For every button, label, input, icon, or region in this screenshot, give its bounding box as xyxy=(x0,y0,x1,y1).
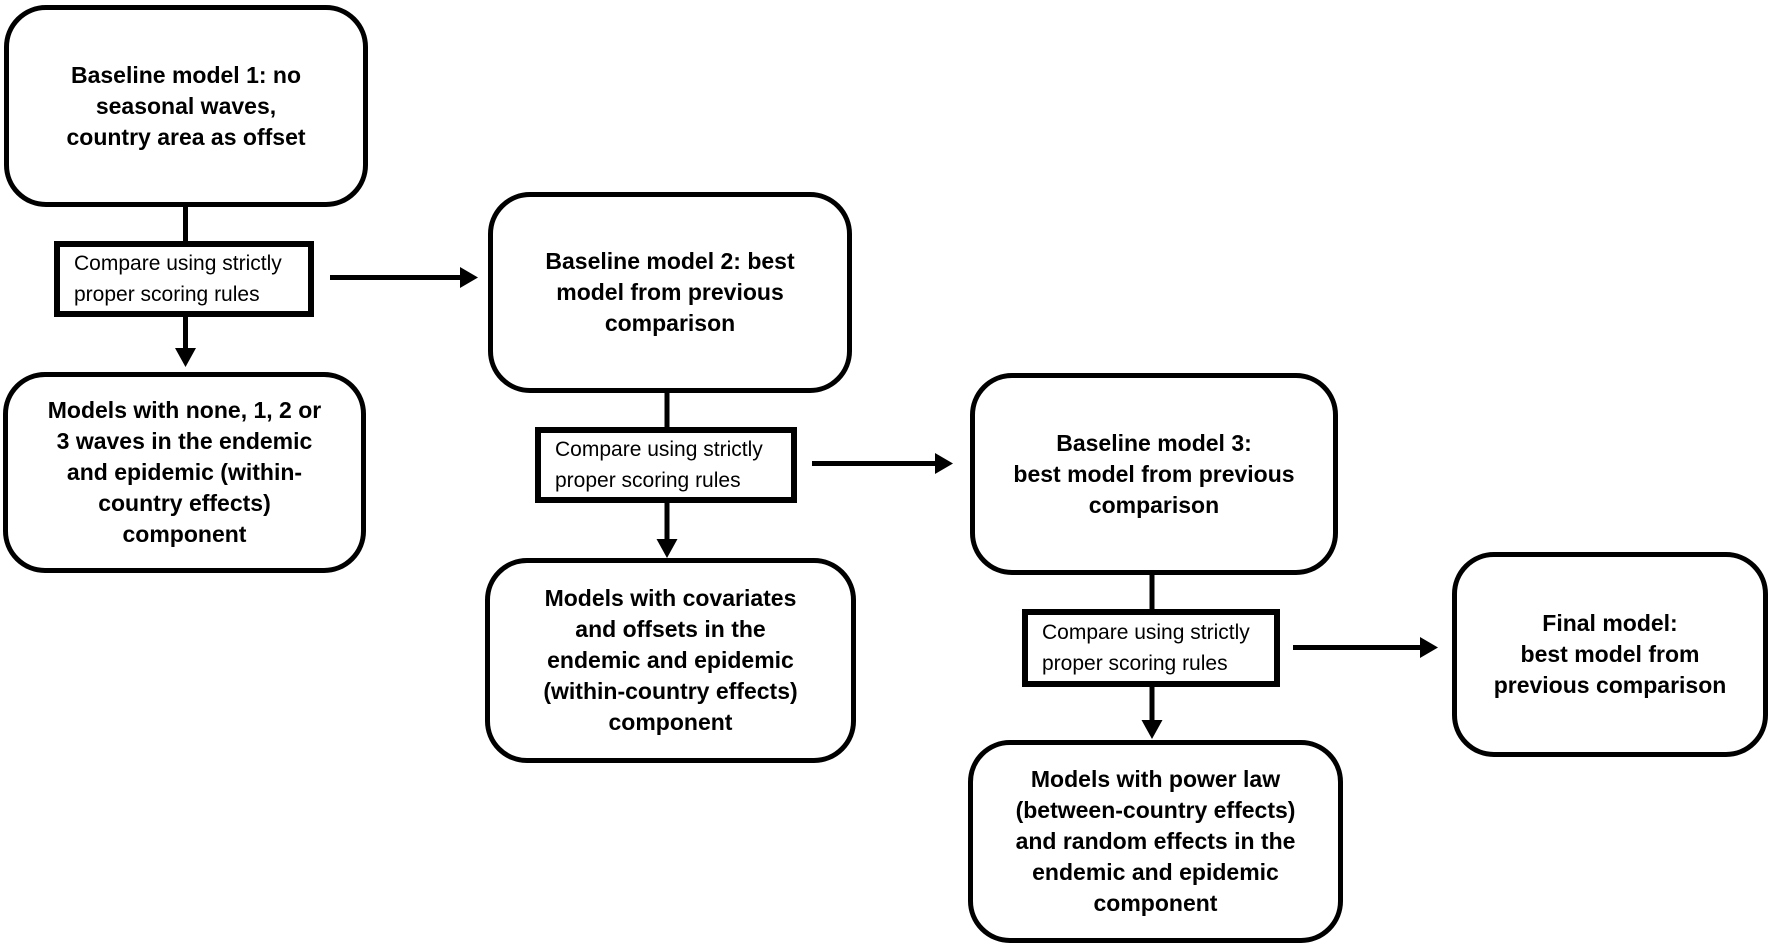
node-models-seasonal-waves: Models with none, 1, 2 or 3 waves in the… xyxy=(3,372,366,573)
arrow-compare1-to-baseline2-head xyxy=(460,267,478,288)
arrow-compare3-to-models3-head xyxy=(1141,720,1163,739)
arrow-compare2-to-baseline3-head xyxy=(935,453,953,474)
node-compare-scoring-rules-3: Compare using strictly proper scoring ru… xyxy=(1022,609,1280,687)
node-models-power-law-random-effects: Models with power law (between-country e… xyxy=(968,740,1343,943)
node-models-covariates-offsets: Models with covariates and offsets in th… xyxy=(485,558,856,763)
node-baseline-model-3: Baseline model 3: best model from previo… xyxy=(970,373,1338,575)
arrow-compare1-to-models1-head xyxy=(175,348,196,367)
arrow-compare3-to-final-head xyxy=(1420,637,1438,658)
node-baseline-model-1: Baseline model 1: no seasonal waves, cou… xyxy=(4,5,368,207)
arrow-compare2-to-models2-head xyxy=(656,539,678,558)
node-compare-scoring-rules-1: Compare using strictly proper scoring ru… xyxy=(54,241,314,317)
node-compare-scoring-rules-2: Compare using strictly proper scoring ru… xyxy=(535,427,797,503)
node-baseline-model-2: Baseline model 2: best model from previo… xyxy=(488,192,852,393)
node-final-model: Final model: best model from previous co… xyxy=(1452,552,1768,757)
